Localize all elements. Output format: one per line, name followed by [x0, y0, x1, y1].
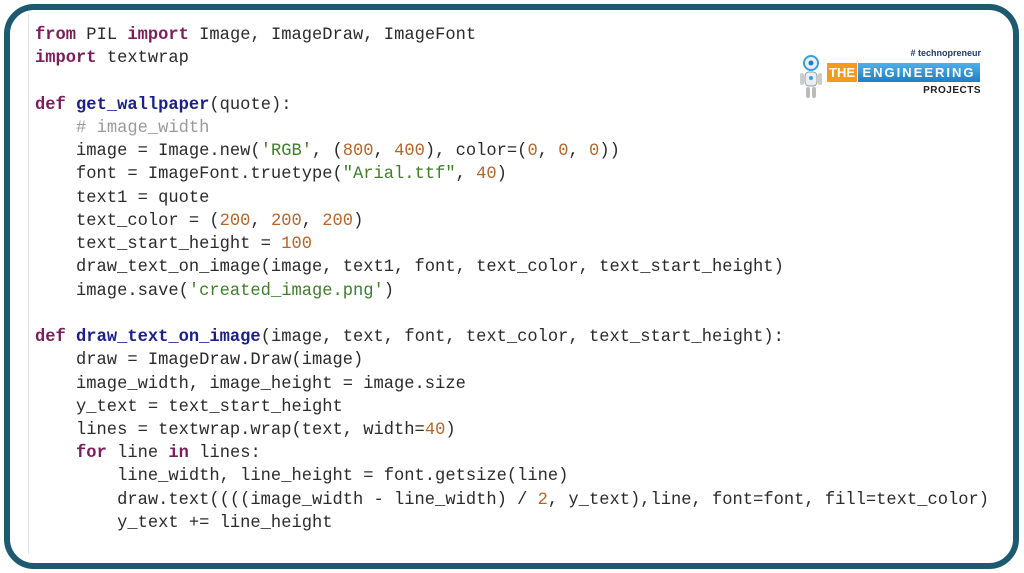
- code-line: [35, 303, 989, 326]
- code-token: line_width, line_height = font.getsize(l…: [35, 467, 569, 487]
- code-line: image.save('created_image.png'): [35, 280, 989, 303]
- code-token: [35, 444, 76, 463]
- code-token: ), color=(: [424, 142, 528, 162]
- function-name-token: draw_text_on_image: [76, 328, 261, 348]
- code-token: text1 = quote: [35, 188, 210, 208]
- engineering-projects-logo: # technopreneur THE ENGINEERING PROJECTS: [795, 48, 985, 102]
- code-line: draw = ImageDraw.Draw(image): [35, 349, 989, 372]
- number-token: 0: [527, 142, 538, 162]
- code-line: lines = textwrap.wrap(text, width=40): [35, 419, 989, 442]
- code-token: ,: [250, 211, 271, 231]
- code-token: (image, text, font, text_color, text_sta…: [260, 328, 784, 348]
- number-token: 40: [476, 165, 497, 185]
- code-token: , y_text),line, font=font, fill=text_col…: [547, 490, 989, 510]
- logo-projects: PROJECTS: [923, 85, 981, 96]
- code-token: y_text = text_start_height: [35, 397, 343, 417]
- number-token: 400: [394, 142, 425, 162]
- logo-engineering: ENGINEERING: [858, 63, 980, 82]
- code-token: Image, ImageDraw, ImageFont: [188, 26, 477, 45]
- code-line: image = Image.new('RGB', (800, 400), col…: [35, 140, 989, 163]
- code-line: draw.text((((image_width - line_width) /…: [35, 489, 989, 512]
- code-token: ,: [568, 142, 590, 162]
- comment-token: # image_width: [76, 118, 210, 138]
- number-token: 0: [589, 142, 600, 162]
- code-line: line_width, line_height = font.getsize(l…: [35, 465, 989, 488]
- editor-gutter-line: [28, 14, 29, 554]
- number-token: 0: [558, 142, 569, 162]
- code-line: text_color = (200, 200, 200): [35, 210, 989, 233]
- code-frame: [4, 4, 1019, 569]
- code-line: y_text = text_start_height: [35, 396, 989, 419]
- keyword-token: def: [35, 95, 66, 115]
- code-token: ,: [373, 142, 395, 162]
- keyword-token: from: [35, 26, 77, 45]
- string-token: "Arial.ttf": [342, 165, 456, 185]
- code-token: image = Image.new(: [35, 142, 261, 162]
- keyword-token: import: [127, 26, 189, 45]
- logo-the: THE: [827, 63, 857, 82]
- code-token: y_text += line_height: [35, 513, 333, 533]
- code-token: )): [599, 142, 620, 162]
- code-token: lines = textwrap.wrap(text, width=: [35, 420, 425, 440]
- code-token: draw = ImageDraw.Draw(image): [35, 351, 364, 371]
- code-line: import textwrap: [35, 47, 989, 70]
- string-token: 'created_image.png': [188, 281, 384, 301]
- code-block: from PIL import Image, ImageDraw, ImageF…: [35, 24, 989, 535]
- code-token: draw.text((((image_width - line_width) /: [35, 490, 538, 510]
- code-token: PIL: [76, 26, 128, 45]
- code-line: text1 = quote: [35, 187, 989, 210]
- code-line: from PIL import Image, ImageDraw, ImageF…: [35, 24, 989, 47]
- number-token: 100: [281, 235, 312, 255]
- code-line: def draw_text_on_image(image, text, font…: [35, 326, 989, 349]
- code-line: def get_wallpaper(quote):: [35, 94, 989, 117]
- code-token: , (: [311, 142, 343, 162]
- code-token: ,: [301, 211, 323, 231]
- code-line: y_text += line_height: [35, 512, 989, 535]
- code-token: lines:: [188, 444, 261, 464]
- code-token: text_start_height =: [35, 235, 282, 255]
- robot-icon: [800, 55, 822, 98]
- code-token: ,: [455, 165, 477, 185]
- code-token: draw_text_on_image(image, text1, font, t…: [35, 258, 784, 278]
- code-token: image.save(: [35, 281, 189, 301]
- number-token: 40: [424, 420, 446, 440]
- code-token: ): [445, 420, 456, 440]
- code-line: font = ImageFont.truetype("Arial.ttf", 4…: [35, 163, 989, 186]
- code-token: font = ImageFont.truetype(: [35, 165, 343, 185]
- keyword-token: def: [35, 328, 66, 348]
- logo-tagline: # technopreneur: [910, 48, 981, 58]
- code-token: [66, 96, 76, 115]
- function-name-token: get_wallpaper: [76, 95, 210, 115]
- code-line: for line in lines:: [35, 442, 989, 465]
- number-token: 200: [270, 211, 302, 231]
- keyword-token: in: [168, 444, 189, 464]
- number-token: 200: [219, 211, 251, 231]
- code-token: (quote):: [209, 95, 292, 115]
- code-token: [35, 119, 76, 138]
- keyword-token: import: [35, 49, 97, 69]
- code-line: image_width, image_height = image.size: [35, 373, 989, 396]
- code-line: text_start_height = 100: [35, 233, 989, 256]
- code-token: ): [496, 165, 507, 185]
- code-token: ,: [537, 142, 559, 162]
- number-token: 2: [537, 490, 548, 510]
- code-token: line: [106, 444, 169, 464]
- code-line: # image_width: [35, 117, 989, 140]
- code-token: ): [383, 281, 395, 301]
- code-token: ): [353, 211, 364, 231]
- number-token: 200: [322, 211, 354, 231]
- number-token: 800: [342, 142, 374, 162]
- code-token: [66, 328, 76, 347]
- string-token: 'RGB': [260, 142, 312, 162]
- keyword-token: for: [76, 444, 107, 464]
- code-token: text_color = (: [35, 211, 220, 231]
- code-line: draw_text_on_image(image, text1, font, t…: [35, 256, 989, 279]
- code-token: image_width, image_height = image.size: [35, 374, 466, 394]
- code-token: textwrap: [96, 49, 189, 69]
